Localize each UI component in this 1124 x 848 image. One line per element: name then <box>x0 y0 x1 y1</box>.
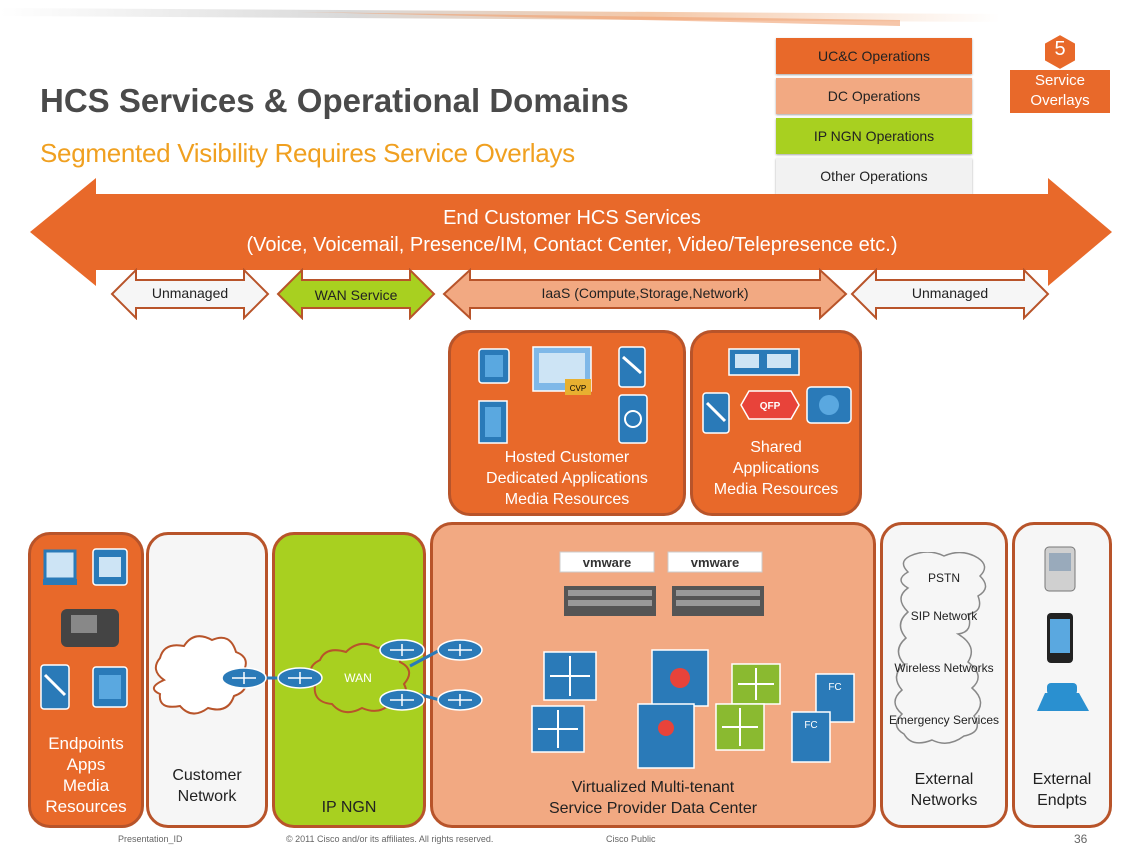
vmware-badge-1 <box>559 551 655 573</box>
external-endpoints-line-1: External <box>1032 771 1092 788</box>
external-networks-label: External Networks <box>883 769 1005 811</box>
external-endpoints-panel: External Endpts <box>1012 522 1112 828</box>
external-networks-line-1: External <box>914 771 974 788</box>
overlay-number: 5 <box>1054 38 1066 60</box>
shared-line-3: Media Resources <box>713 481 839 498</box>
customer-line-2: Network <box>177 788 237 805</box>
router-customer-edge <box>221 667 267 689</box>
fc-text-2: FC <box>804 720 817 731</box>
vmware-badge-2 <box>667 551 763 573</box>
legend-uc-operations: UC&C Operations <box>776 38 972 74</box>
endpoints-line-2: Apps <box>66 755 106 774</box>
router-dc-edge-top <box>379 639 425 661</box>
legend-other-operations: Other Operations <box>776 158 972 194</box>
big-arrow-line-2: (Voice, Voicemail, Presence/IM, Contact … <box>246 234 898 256</box>
router-dc-core-bottom <box>437 689 483 711</box>
server-rack-1 <box>564 586 656 616</box>
shared-apps-icons: QFP <box>702 348 852 434</box>
vmware-text-1: vmware <box>583 555 631 570</box>
router-dc-edge-bottom <box>379 689 425 711</box>
legend-ipngn-operations: IP NGN Operations <box>776 118 972 154</box>
hosted-line-1: Hosted Customer <box>504 449 630 466</box>
iaas-arrow <box>442 268 848 320</box>
datacenter-line-2: Service Provider Data Center <box>548 800 758 817</box>
footer-presentation-id: Presentation_ID <box>118 834 183 844</box>
green-switch-1 <box>731 663 781 705</box>
legend-dc-operations: DC Operations <box>776 78 972 114</box>
wireless-networks-label: Wireless Networks <box>894 661 993 675</box>
shared-line-1: Shared <box>750 439 802 456</box>
endpoints-line-3: Media <box>62 776 110 795</box>
cvp-text: CVP <box>570 384 586 393</box>
customer-line-1: Customer <box>172 767 242 784</box>
fc-text-1: FC <box>828 682 841 693</box>
hosted-apps-icons: CVP <box>478 346 648 444</box>
unmanaged-right-label: Unmanaged <box>911 285 989 301</box>
endpoint-icons <box>40 548 128 710</box>
endpoints-panel-label: Endpoints Apps Media Resources <box>31 733 141 817</box>
ipngn-panel-label: IP NGN <box>321 799 377 816</box>
big-arrow-line-1: End Customer HCS Services <box>443 207 701 229</box>
datacenter-icons: vmware vmware FC FC <box>531 551 855 769</box>
end-customer-services-arrow <box>30 178 1112 286</box>
vmware-text-2: vmware <box>691 555 739 570</box>
endpoints-line-1: Endpoints <box>48 734 124 753</box>
ucs-switch-2 <box>637 703 695 769</box>
emergency-services-label: Emergency Services <box>889 713 999 727</box>
external-endpoint-icons <box>1037 546 1089 711</box>
page-subtitle: Segmented Visibility Requires Service Ov… <box>40 138 575 168</box>
ucs-switch-1 <box>651 649 709 707</box>
footer-copyright: © 2011 Cisco and/or its affiliates. All … <box>286 834 494 844</box>
page-title: HCS Services & Operational Domains <box>40 82 629 119</box>
external-networks-line-2: Networks <box>910 792 978 809</box>
fc-switch-2: FC <box>791 711 831 763</box>
overlay-line-1: Service <box>1034 72 1086 89</box>
sip-network-label: SIP Network <box>911 609 978 623</box>
hosted-line-2: Dedicated Applications <box>486 470 648 487</box>
green-switch-2 <box>715 703 765 751</box>
unmanaged-arrow-right <box>850 268 1050 320</box>
shared-line-2: Applications <box>732 460 820 477</box>
endpoints-line-4: Resources <box>45 797 127 816</box>
wan-service-arrow <box>276 268 436 320</box>
pstn-label: PSTN <box>928 571 960 585</box>
wan-service-label: WAN Service <box>314 287 398 303</box>
service-overlays-box: Service Overlays <box>1010 70 1110 113</box>
footer-page-number: 36 <box>1074 832 1088 846</box>
endpoints-panel: Endpoints Apps Media Resources <box>28 532 144 828</box>
server-rack-2 <box>672 586 764 616</box>
hosted-customer-panel: CVP Hosted Customer Dedicated Applicatio… <box>448 330 686 516</box>
iaas-label: IaaS (Compute,Storage,Network) <box>541 285 749 301</box>
qfp-text: QFP <box>760 401 781 412</box>
nexus-switch-1 <box>543 651 597 701</box>
unmanaged-left-label: Unmanaged <box>151 285 229 301</box>
hosted-line-3: Media Resources <box>504 491 630 508</box>
datacenter-line-1: Virtualized Multi-tenant <box>571 779 735 796</box>
customer-panel-label: Customer Network <box>149 765 265 807</box>
footer-classification: Cisco Public <box>606 834 656 844</box>
shared-panel-label: Shared Applications Media Resources <box>693 437 859 500</box>
hosted-panel-label: Hosted Customer Dedicated Applications M… <box>451 447 683 510</box>
external-endpoints-line-2: Endpts <box>1037 792 1087 809</box>
header-swoosh <box>0 8 1000 26</box>
external-endpoints-label: External Endpts <box>1015 769 1109 811</box>
router-provider-edge <box>277 667 323 689</box>
shared-applications-panel: QFP Shared Applications Media Resources <box>690 330 862 516</box>
nexus-switch-2 <box>531 705 585 753</box>
datacenter-panel-label: Virtualized Multi-tenant Service Provide… <box>433 777 873 819</box>
external-clouds: PSTN SIP Network Wireless Networks Emerg… <box>889 552 999 744</box>
overlay-line-2: Overlays <box>1030 92 1090 109</box>
router-dc-core-top <box>437 639 483 661</box>
unmanaged-arrow-left <box>110 268 270 320</box>
network-overlay: WAN <box>153 635 483 715</box>
wan-cloud-label: WAN <box>344 671 372 685</box>
